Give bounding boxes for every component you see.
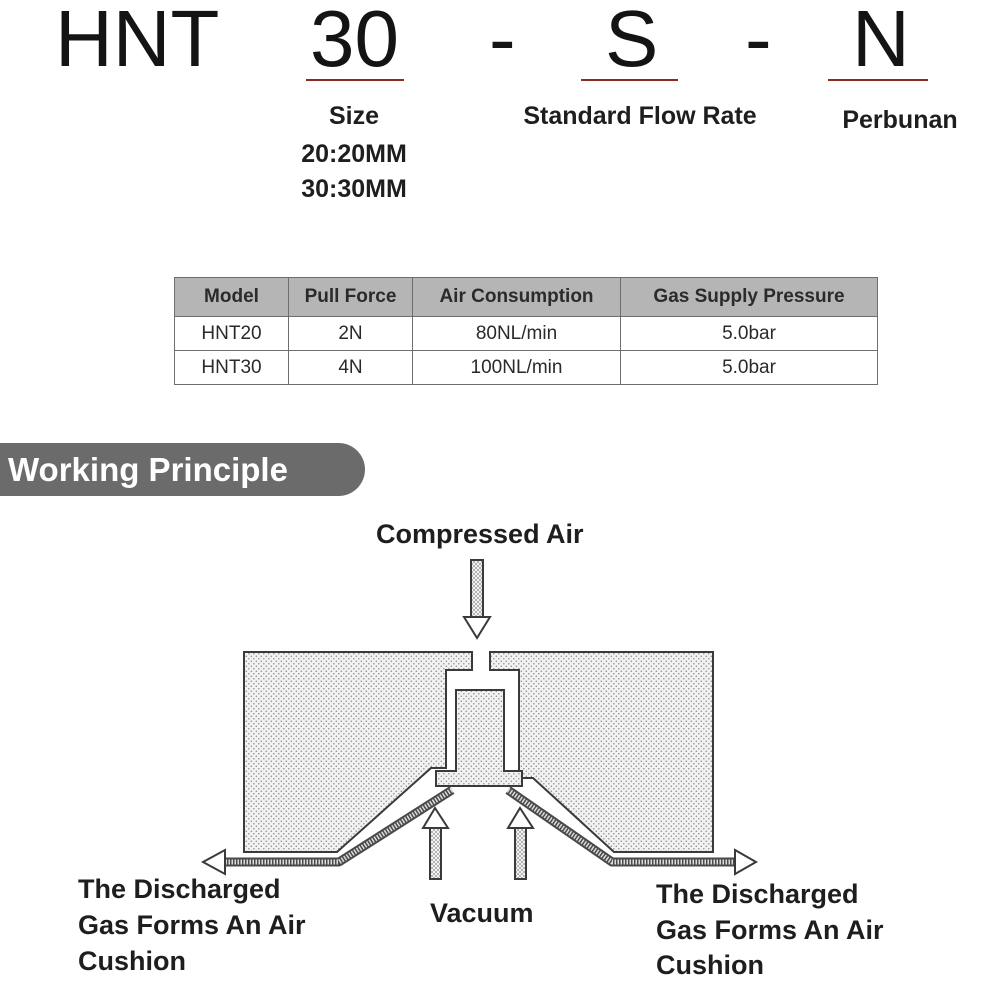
cell-pull-force: 4N — [288, 350, 413, 385]
material-underline — [828, 79, 928, 81]
center-plug — [435, 689, 523, 787]
size-option-30: 30:30MM — [301, 175, 407, 203]
size-label: Size — [328, 102, 380, 130]
section-title: Working Principle — [8, 451, 288, 488]
left-outlet-label-line-3: Cushion — [78, 946, 186, 976]
flow-label: Standard Flow Rate — [523, 102, 757, 130]
cell-gas-supply-pressure: 5.0bar — [620, 316, 878, 351]
section-banner — [0, 443, 365, 496]
right-outlet-arrow-icon — [734, 848, 759, 876]
code-prefix: HNT — [55, 0, 220, 83]
header-air-consumption: Air Consumption — [412, 277, 621, 317]
right-outlet-label-line-1: The Discharged — [656, 879, 859, 909]
code-dash-2: - — [745, 0, 772, 83]
cell-model: HNT20 — [174, 316, 289, 351]
left-air-channel — [225, 786, 455, 867]
size-underline — [306, 79, 404, 81]
vacuum-label: Vacuum — [430, 898, 534, 928]
vacuum-arrow-left-icon — [421, 806, 450, 880]
left-outlet-arrow-icon — [200, 848, 226, 876]
size-option-20: 20:20MM — [301, 140, 407, 168]
vacuum-arrow-right-icon — [506, 806, 535, 880]
right-body-block — [489, 651, 714, 853]
flow-underline — [581, 79, 678, 81]
right-outlet-label-line-2: Gas Forms An Air — [656, 915, 884, 945]
code-material: N — [852, 0, 910, 83]
cell-gas-supply-pressure: 5.0bar — [620, 350, 878, 385]
cell-air-consumption: 100NL/min — [412, 350, 621, 385]
table-row: HNT30 4N 100NL/min 5.0bar — [174, 350, 878, 385]
cell-model: HNT30 — [174, 350, 289, 385]
code-dash-1: - — [489, 0, 516, 83]
material-label: Perbunan — [842, 106, 958, 134]
left-outlet-label-line-2: Gas Forms An Air — [78, 910, 306, 940]
spec-table: Model Pull Force Air Consumption Gas Sup… — [174, 277, 878, 385]
compressed-air-arrow-icon — [462, 559, 492, 640]
header-gas-supply-pressure: Gas Supply Pressure — [620, 277, 878, 317]
compressed-air-label: Compressed Air — [376, 519, 584, 549]
cell-pull-force: 2N — [288, 316, 413, 351]
left-body-block — [243, 651, 473, 853]
left-outlet-label-line-1: The Discharged — [78, 874, 281, 904]
right-outlet-label-line-3: Cushion — [656, 950, 764, 980]
code-flow: S — [605, 0, 659, 83]
table-row: HNT20 2N 80NL/min 5.0bar — [174, 316, 878, 351]
code-size: 30 — [310, 0, 399, 83]
